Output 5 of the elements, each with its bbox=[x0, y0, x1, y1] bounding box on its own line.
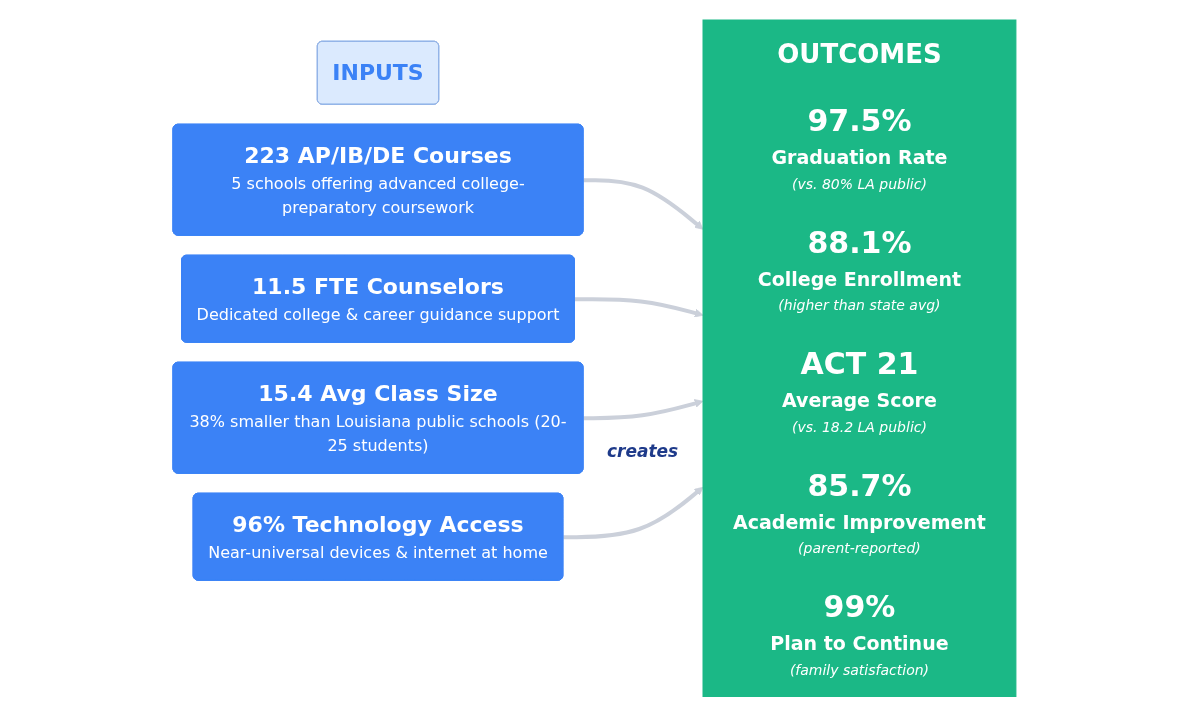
arrow bbox=[583, 178, 703, 230]
arrow bbox=[574, 297, 703, 318]
arrow bbox=[583, 399, 703, 421]
arrow bbox=[562, 487, 703, 540]
node-box: OUTCOMES 97.5% Graduation Rate (vs. 80% LA public) 88.1% College Enrollment (higher than state avg) ACT 21 Average Score (vs. 18.2 LA public) 85.7% Academic Improvement (parent-reported) 99% Plan to Continue (family satisfaction) bbox=[702, 19, 1016, 698]
